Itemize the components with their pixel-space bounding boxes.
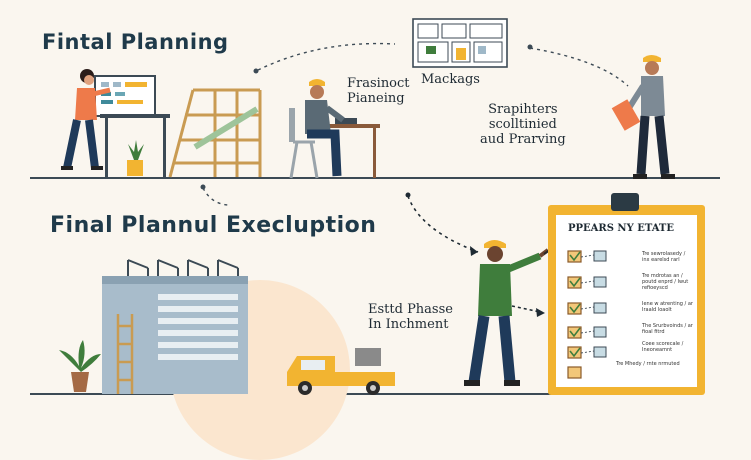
heading-bottom: Final Plannul Execluption — [50, 213, 377, 238]
checklist-boxes — [567, 250, 607, 379]
woman-at-whiteboard — [61, 69, 170, 178]
worker-label: Srapihters scolltinied aud Prarving — [480, 102, 566, 147]
checklist-paper: PPEARS NY ETATE — [556, 215, 697, 387]
heading-top: Fintal Planning — [42, 30, 229, 54]
worker-pointing — [464, 240, 550, 386]
desk-label: Frasinoct Pianeing — [347, 76, 410, 106]
phase-label-line1: Esttd Phasse — [368, 302, 453, 317]
worker-label-line2: scolltinied — [488, 117, 557, 132]
clipboard-clip — [611, 193, 639, 211]
scaffolding — [168, 88, 262, 178]
potted-plant-bottom — [59, 340, 101, 392]
checklist-title: PPEARS NY ETATE — [568, 223, 674, 234]
delivery-truck — [287, 348, 395, 395]
desk-label-line2: Pianeing — [347, 91, 405, 106]
blueprint-map — [412, 18, 508, 68]
man-at-desk — [289, 79, 380, 179]
desk-label-line1: Frasinoct — [347, 76, 410, 91]
worker-label-line1: Srapihters — [488, 102, 558, 117]
checklist-item-1: Tre sewrolasedy / inx earelsd rarl — [642, 251, 686, 263]
checklist-item-5: Coee scorecale / Ineoneamnt — [642, 341, 684, 353]
building — [102, 259, 248, 394]
checklist-item-6: Tre Mhedy / rnte nrmuted — [616, 361, 680, 367]
checklist-item-3: Iene w atrenting / ar Iraald loaolt — [642, 301, 693, 313]
dashed-connectors — [200, 42, 629, 317]
phase-label: Esttd Phasse In Inchment — [368, 302, 453, 332]
checklist-item-2: Tre mdrotas an / poutd enprd / Iwut refi… — [642, 273, 689, 291]
worker-with-clipboard — [611, 55, 675, 179]
checklist-board: PPEARS NY ETATE — [548, 193, 705, 395]
checklist-item-4: The Srurbvoinds / ar fioal fitrd — [642, 323, 693, 335]
potted-plant-top — [127, 140, 144, 176]
phase-label-line2: In Inchment — [368, 317, 449, 332]
map-label: Mackags — [421, 72, 480, 87]
worker-label-line3: aud Prarving — [480, 132, 566, 147]
